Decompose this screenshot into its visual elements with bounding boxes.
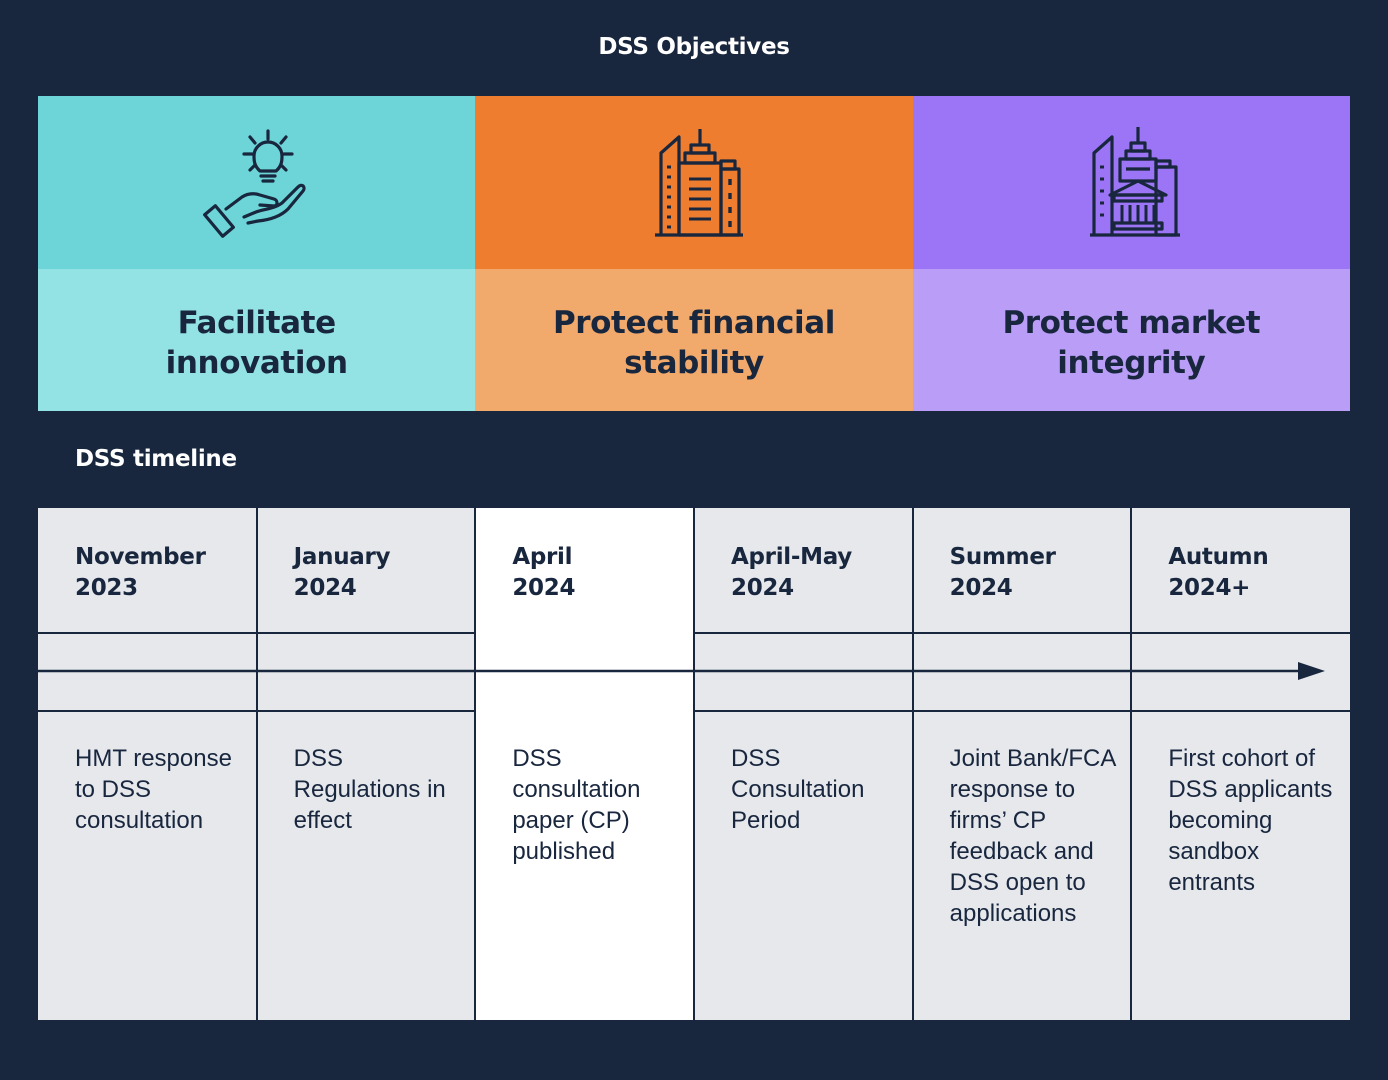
objective-innovation-label-panel: Facilitate innovation <box>38 269 476 411</box>
timeline-date: Autumn 2024+ <box>1168 544 1269 601</box>
objective-financial-stability-label-panel: Protect financial stability <box>475 269 913 411</box>
buildings-icon <box>654 128 743 237</box>
timeline-description: Joint Bank/FCA response to firms’ CP fee… <box>949 745 1116 927</box>
column-divider <box>255 508 258 1020</box>
objective-market-integrity: Protect market integrity <box>912 96 1350 411</box>
objective-innovation-icon-panel <box>38 96 476 269</box>
column-divider <box>474 508 477 1020</box>
objective-financial-stability-icon-panel <box>475 96 913 269</box>
row-divider <box>694 710 1350 712</box>
timeline-arrow <box>38 662 1325 680</box>
timeline-title: DSS timeline <box>75 446 237 472</box>
timeline-column-2: January 2024 DSS Regulations in effect <box>257 508 476 1020</box>
objective-financial-stability-label: Protect financial stability <box>552 305 836 381</box>
timeline-description: DSS Regulations in effect <box>293 745 446 834</box>
timeline-column-4: April-May 2024 DSS Consultation Period <box>694 508 913 1020</box>
timeline-date: November 2023 <box>75 544 206 601</box>
objective-market-integrity-label-panel: Protect market integrity <box>912 269 1350 411</box>
objectives-title: DSS Objectives <box>598 34 790 60</box>
column-divider <box>693 508 695 1020</box>
row-divider <box>694 632 1350 634</box>
timeline-description: HMT response to DSS consultation <box>75 745 232 834</box>
column-divider <box>911 508 914 1020</box>
timeline-date: April-May 2024 <box>731 544 852 601</box>
timeline-description: DSS Consultation Period <box>731 745 865 834</box>
timeline-date: Summer 2024 <box>949 544 1056 601</box>
government-building-icon <box>1090 126 1181 237</box>
timeline-date: January 2024 <box>293 544 391 601</box>
row-divider <box>38 632 476 634</box>
timeline-description: First cohort of DSS applicants becoming … <box>1168 745 1333 896</box>
timeline-grid: November 2023 HMT response to DSS consul… <box>38 508 1350 1020</box>
timeline-column-5: Summer 2024 Joint Bank/FCA response to f… <box>913 508 1132 1020</box>
column-divider <box>1130 508 1133 1020</box>
timeline-column-6: Autumn 2024+ First cohort of DSS applica… <box>1131 508 1350 1020</box>
objective-market-integrity-label: Protect market integrity <box>1002 305 1261 381</box>
objective-market-integrity-icon-panel <box>912 96 1350 269</box>
row-divider <box>38 710 476 712</box>
objective-financial-stability: Protect financial stability <box>475 96 913 411</box>
timeline-description: DSS consultation paper (CP) published <box>512 745 641 865</box>
objectives-row: Facilitate innovation Protect financial … <box>38 96 1350 411</box>
objective-innovation: Facilitate innovation <box>38 96 476 411</box>
timeline-column-1: November 2023 HMT response to DSS consul… <box>38 508 257 1020</box>
lightbulb-hand-icon <box>202 128 306 238</box>
timeline-column-3-highlighted: April 2024 DSS consultation paper (CP) p… <box>475 508 694 1020</box>
objective-innovation-label: Facilitate innovation <box>165 305 348 381</box>
timeline-date: April 2024 <box>512 544 576 601</box>
